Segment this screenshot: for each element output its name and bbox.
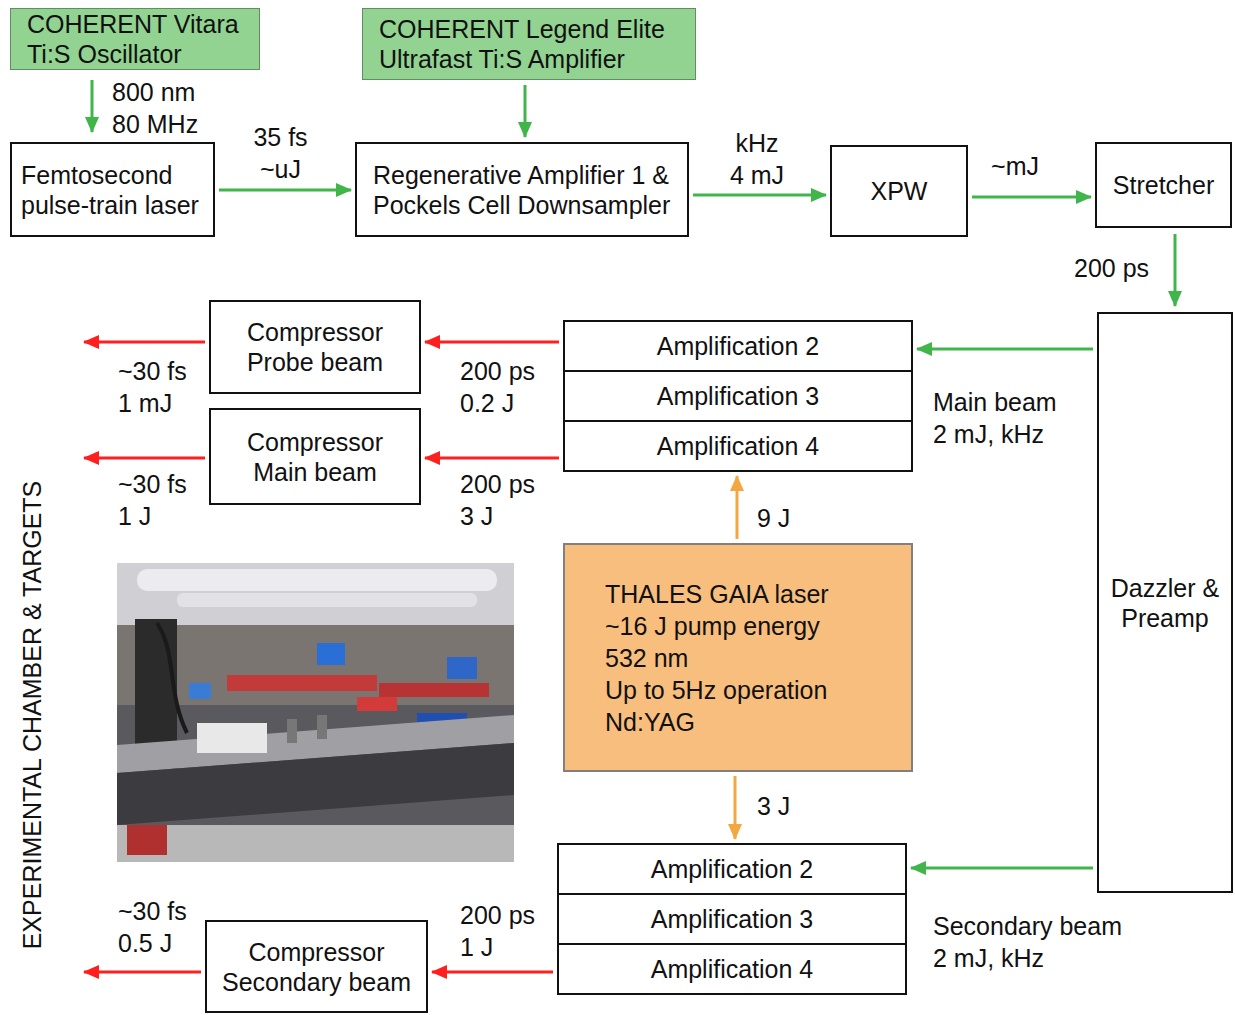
photo-table-side bbox=[117, 743, 514, 825]
beam-arrow bbox=[734, 776, 737, 839]
node-text: THALES GAIA laser bbox=[605, 578, 897, 610]
photo-monitor bbox=[189, 683, 211, 699]
photo-monitor bbox=[317, 643, 345, 665]
amplifier-stage: Amplification 3 bbox=[563, 370, 913, 422]
process-box: Stretcher bbox=[1095, 142, 1232, 228]
compressor-box: Compressor Secondary beam bbox=[205, 920, 428, 1013]
beam-arrow bbox=[911, 867, 1093, 870]
source-box: COHERENT Legend Elite Ultrafast Ti:S Amp… bbox=[362, 8, 696, 80]
beam-arrow bbox=[972, 196, 1091, 199]
output-beam-arrow bbox=[84, 457, 205, 460]
beam-spec: 9 J bbox=[757, 502, 817, 534]
node-text: Stretcher bbox=[1105, 170, 1222, 200]
beam-arrow bbox=[524, 85, 527, 137]
beam-arrow bbox=[425, 341, 559, 344]
beam-spec: 35 fs ~uJ bbox=[238, 121, 323, 185]
node-text: Compressor Secondary beam bbox=[217, 937, 416, 997]
beam-arrow bbox=[1174, 234, 1177, 306]
process-box: XPW bbox=[830, 145, 968, 237]
process-box: Dazzler & Preamp bbox=[1097, 312, 1233, 893]
photo-duct bbox=[137, 569, 497, 591]
target-area-label: EXPERIMENTAL CHAMBER & TARGETS bbox=[16, 481, 48, 950]
photo-bench bbox=[227, 675, 377, 691]
node-text: Amplification 3 bbox=[573, 381, 903, 411]
photo-equipment bbox=[197, 723, 267, 753]
node-text: Dazzler & Preamp bbox=[1107, 573, 1223, 633]
beam-spec: 200 ps 0.2 J bbox=[460, 355, 550, 419]
node-text: Amplification 2 bbox=[567, 854, 897, 884]
output-beam-arrow bbox=[84, 971, 201, 974]
beam-arrow bbox=[917, 348, 1093, 351]
beam-arrow bbox=[91, 80, 94, 132]
beam-spec: 200 ps bbox=[1074, 252, 1154, 284]
output-spec: ~30 fs 1 mJ bbox=[118, 355, 198, 419]
photo-cart bbox=[127, 825, 167, 855]
node-text: Amplification 4 bbox=[573, 431, 903, 461]
node-text: Femtosecond pulse-train laser bbox=[21, 160, 207, 220]
photo-box bbox=[357, 697, 397, 711]
node-text: COHERENT Vitara Ti:S Oscillator bbox=[27, 9, 249, 69]
beam-spec: Main beam 2 mJ, kHz bbox=[933, 386, 1068, 450]
beam-arrow bbox=[432, 971, 553, 974]
beam-spec: 200 ps 1 J bbox=[460, 899, 550, 963]
photo-ceiling bbox=[117, 563, 514, 625]
beam-spec: 800 nm 80 MHz bbox=[112, 76, 212, 140]
node-text: 532 nm bbox=[605, 642, 897, 674]
node-text: COHERENT Legend Elite Ultrafast Ti:S Amp… bbox=[379, 14, 681, 74]
photo-mount bbox=[317, 715, 327, 739]
output-spec: ~30 fs 0.5 J bbox=[118, 895, 198, 959]
beam-spec: 200 ps 3 J bbox=[460, 468, 550, 532]
pump-laser-box: THALES GAIA laser~16 J pump energy532 nm… bbox=[563, 543, 913, 772]
node-text: Amplification 2 bbox=[573, 331, 903, 361]
photo-bench bbox=[379, 683, 489, 697]
amplifier-stage: Amplification 3 bbox=[557, 893, 907, 945]
process-box: Femtosecond pulse-train laser bbox=[10, 142, 215, 237]
amplifier-stage: Amplification 2 bbox=[557, 843, 907, 895]
beam-arrow bbox=[693, 194, 826, 197]
node-text: Compressor Main beam bbox=[223, 427, 407, 487]
node-text: XPW bbox=[840, 176, 958, 206]
lab-photo bbox=[117, 563, 514, 862]
beam-spec: 3 J bbox=[757, 790, 817, 822]
compressor-box: Compressor Main beam bbox=[209, 408, 421, 505]
beam-arrow bbox=[736, 476, 739, 539]
output-beam-arrow bbox=[84, 341, 205, 344]
node-text: Up to 5Hz operation bbox=[605, 674, 897, 706]
output-spec: ~30 fs 1 J bbox=[118, 468, 198, 532]
node-text: Compressor Probe beam bbox=[221, 317, 409, 377]
beam-arrow bbox=[219, 189, 351, 192]
beam-spec: ~mJ bbox=[975, 150, 1055, 182]
amplifier-stage: Amplification 4 bbox=[557, 943, 907, 995]
node-text: Amplification 3 bbox=[567, 904, 897, 934]
photo-ground bbox=[117, 563, 514, 862]
photo-mount bbox=[287, 719, 297, 743]
photo-floor bbox=[117, 825, 514, 862]
photo-monitor bbox=[447, 657, 477, 679]
node-text: Regenerative Amplifier 1 & Pockels Cell … bbox=[373, 160, 679, 220]
node-text: Amplification 4 bbox=[567, 954, 897, 984]
node-text: ~16 J pump energy bbox=[605, 610, 897, 642]
beam-arrow bbox=[425, 457, 559, 460]
process-box: Regenerative Amplifier 1 & Pockels Cell … bbox=[355, 142, 689, 237]
amplifier-stage: Amplification 4 bbox=[563, 420, 913, 472]
photo-cable bbox=[157, 623, 187, 733]
beam-spec: Secondary beam 2 mJ, kHz bbox=[933, 910, 1133, 974]
compressor-box: Compressor Probe beam bbox=[209, 300, 421, 394]
photo-duct bbox=[177, 593, 477, 607]
node-text: Nd:YAG bbox=[605, 706, 897, 738]
beam-spec: kHz 4 mJ bbox=[727, 127, 787, 191]
amplifier-stage: Amplification 2 bbox=[563, 320, 913, 372]
source-box: COHERENT Vitara Ti:S Oscillator bbox=[10, 8, 260, 70]
